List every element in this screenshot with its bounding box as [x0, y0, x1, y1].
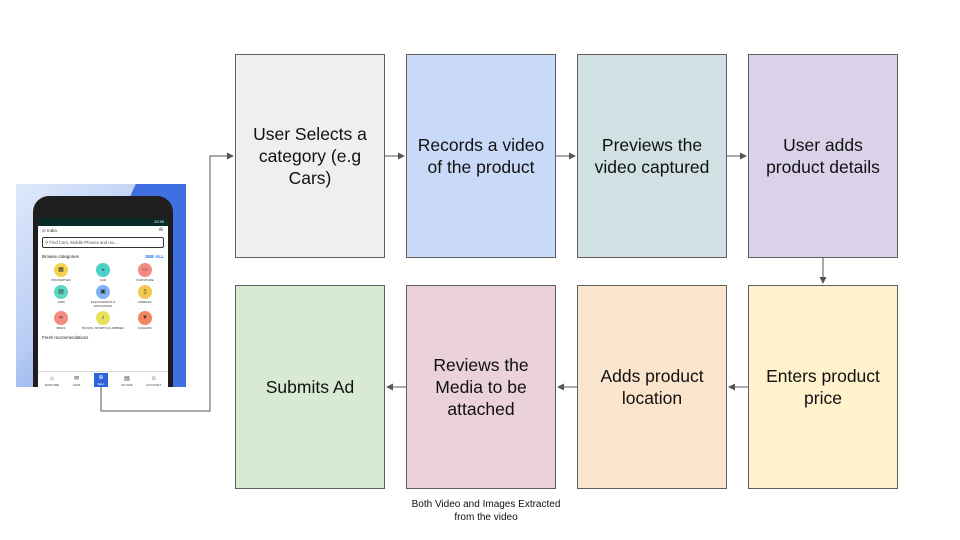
car-icon: ◒ [96, 263, 110, 277]
location-bar[interactable]: ⊙ India ⍾ [38, 226, 168, 236]
nav-item-explore[interactable]: ⌂EXPLORE [45, 376, 59, 387]
see-all-link[interactable]: SEE ALL [145, 254, 164, 259]
arrow-thumbnail-to-step1 [100, 152, 234, 412]
app-screenshot-thumbnail: 12:30 ⊙ India ⍾ ⚲ Find Cars, Mobile Phon… [16, 184, 186, 387]
location-pin-icon: ⊙ [42, 228, 46, 233]
category-item[interactable]: ▤JOBS [40, 285, 82, 308]
nav-label: SELL [97, 382, 105, 386]
bottom-nav: ⌂EXPLORE ✉CHAT ⊕SELL ▤MY ADS ☺ACCOUNT [38, 371, 168, 387]
nav-item-sell[interactable]: ⊕SELL [94, 373, 108, 387]
status-time: 12:30 [153, 219, 164, 224]
step-label: Records a video of the product [417, 135, 545, 177]
step-select-category: User Selects a category (e.g Cars) [235, 54, 385, 258]
step-review-media: Reviews the Media to be attached [406, 285, 556, 489]
step-label: User adds product details [766, 135, 880, 177]
step-enter-price: Enters product price [748, 285, 898, 489]
category-label: BOOKS, SPORTS & HOBBIES [82, 326, 124, 330]
step-label: Submits Ad [265, 377, 355, 397]
step-label: Adds product location [600, 366, 704, 408]
step-add-details: User adds product details [748, 54, 898, 258]
step-label: Reviews the Media to be attached [433, 355, 529, 419]
category-label: PROPERTIES [51, 278, 71, 282]
account-icon: ☺ [150, 376, 157, 382]
bell-icon[interactable]: ⍾ [159, 227, 163, 233]
step-label: User Selects a category (e.g Cars) [253, 124, 367, 188]
category-item[interactable]: ◒CAR [82, 263, 124, 282]
status-bar: 12:30 [38, 218, 168, 226]
phone-icon: ▯ [138, 285, 152, 299]
building-icon: ▦ [54, 263, 68, 277]
category-item[interactable]: ♪BOOKS, SPORTS & HOBBIES [82, 311, 124, 330]
sofa-icon: ▭ [138, 263, 152, 277]
search-input[interactable]: ⚲ Find Cars, Mobile Phones and mo... [42, 237, 164, 248]
category-grid: ▦PROPERTIES◒CAR▭FURNITURE▤JOBS▣ELECTRONI… [38, 261, 168, 332]
category-label: FASHION [138, 326, 152, 330]
nav-label: CHAT [72, 383, 81, 387]
step-submit-ad: Submits Ad [235, 285, 385, 489]
category-label: BIKES [56, 326, 66, 330]
nav-label: MY ADS [121, 383, 133, 387]
home-icon: ⌂ [50, 376, 54, 382]
step-label: Enters product price [766, 366, 880, 408]
category-label: MOBILES [138, 300, 152, 304]
step-add-location: Adds product location [577, 285, 727, 489]
category-item[interactable]: ▯MOBILES [124, 285, 166, 308]
shirt-icon: ▼ [138, 311, 152, 325]
category-item[interactable]: ▼FASHION [124, 311, 166, 330]
step-label: Previews the video captured [594, 135, 710, 177]
media-note: Both Video and Images Extracted from the… [411, 499, 561, 523]
browse-categories-title: Browse categories [42, 254, 80, 259]
nav-item-chat[interactable]: ✉CHAT [73, 376, 81, 387]
chat-icon: ✉ [74, 376, 80, 382]
step-preview-video: Previews the video captured [577, 54, 727, 258]
category-item[interactable]: ▣ELECTRONICS & APPLIANCES [82, 285, 124, 308]
monitor-icon: ▣ [96, 285, 110, 299]
nav-label: EXPLORE [44, 383, 60, 387]
search-placeholder: Find Cars, Mobile Phones and mo... [49, 240, 118, 245]
nav-item-my-ads[interactable]: ▤MY ADS [121, 376, 132, 387]
fresh-recommendations-title: Fresh recommendations [42, 335, 89, 340]
browse-categories-header: Browse categories SEE ALL [38, 249, 168, 261]
location-label: India [47, 228, 57, 233]
briefcase-icon: ▤ [54, 285, 68, 299]
category-item[interactable]: ∞BIKES [40, 311, 82, 330]
ads-icon: ▤ [124, 376, 130, 382]
category-label: JOBS [57, 300, 65, 304]
category-label: CAR [99, 278, 107, 282]
step-record-video: Records a video of the product [406, 54, 556, 258]
category-item[interactable]: ▭FURNITURE [124, 263, 166, 282]
bike-icon: ∞ [54, 311, 68, 325]
phone-frame: 12:30 ⊙ India ⍾ ⚲ Find Cars, Mobile Phon… [33, 196, 173, 387]
category-item[interactable]: ▦PROPERTIES [40, 263, 82, 282]
category-label: ELECTRONICS & APPLIANCES [90, 300, 116, 308]
search-icon: ⚲ [45, 240, 49, 245]
phone-screen: 12:30 ⊙ India ⍾ ⚲ Find Cars, Mobile Phon… [38, 218, 168, 387]
nav-item-account[interactable]: ☺ACCOUNT [146, 376, 161, 387]
category-label: FURNITURE [136, 278, 154, 282]
camera-icon: ⊕ [98, 375, 104, 381]
nav-label: ACCOUNT [146, 383, 162, 387]
guitar-icon: ♪ [96, 311, 110, 325]
